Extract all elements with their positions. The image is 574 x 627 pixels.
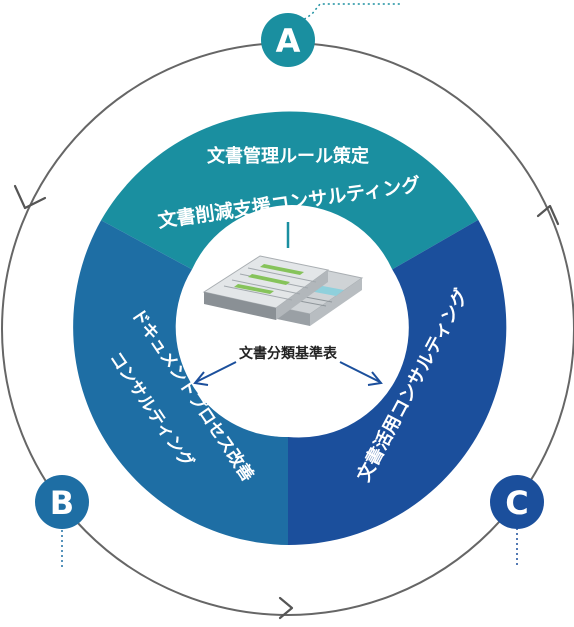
center-label: 文書分類基準表 <box>239 345 338 362</box>
badge-a-letter: A <box>276 22 301 60</box>
badge-b: B <box>35 475 89 529</box>
arrow-left-icon <box>193 361 237 386</box>
cycle-arrow-bottom-icon <box>278 596 294 620</box>
leader-a <box>299 3 400 23</box>
center-circle <box>178 217 398 437</box>
segment-a <box>101 111 479 270</box>
segment-c <box>288 219 507 546</box>
cycle-arrow-right-icon <box>536 204 560 226</box>
badge-c: C <box>490 475 544 529</box>
arrow-right-icon <box>339 361 383 386</box>
badge-b-letter: B <box>50 484 74 522</box>
badge-c-letter: C <box>505 484 528 522</box>
badge-a: A <box>261 13 315 67</box>
document-stack-icon <box>202 255 364 326</box>
segment-b <box>73 220 288 545</box>
cycle-arrow-left-icon <box>13 184 47 210</box>
segment-a-title: 文書管理ルール策定 <box>207 145 369 167</box>
